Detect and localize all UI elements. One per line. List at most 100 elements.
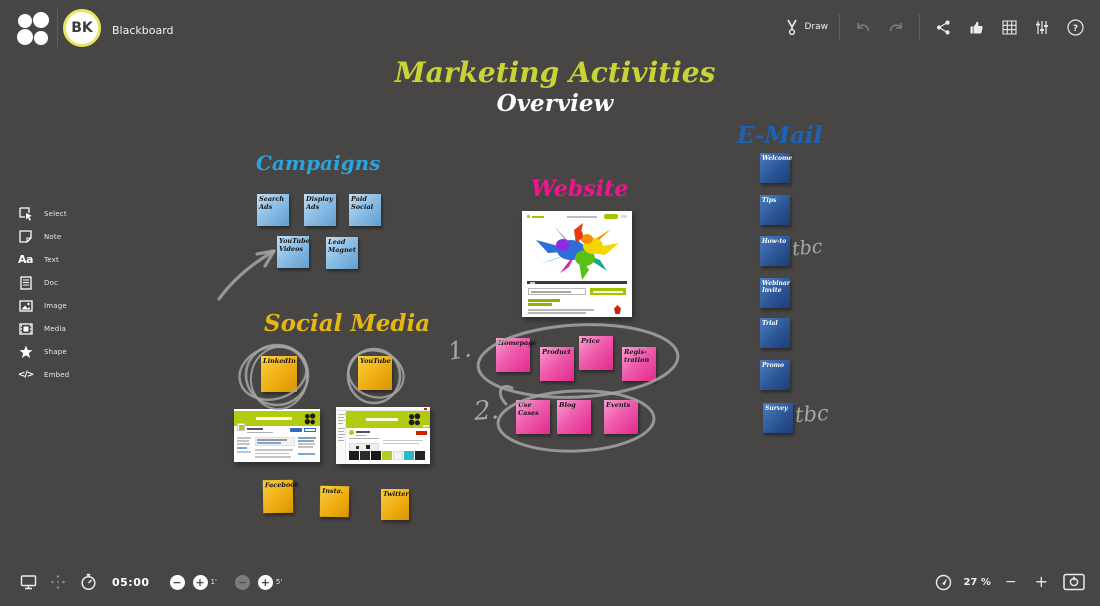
board-heading[interactable]: Marketing Activities: [394, 56, 716, 89]
sticky-note[interactable]: Insta.: [319, 485, 350, 518]
question-circle-icon: ?: [1066, 18, 1084, 36]
grid-view-button[interactable]: [997, 15, 1021, 39]
mock-line: [337, 431, 344, 433]
timer-plus-1-button[interactable]: +: [192, 574, 208, 590]
image-icon: [18, 299, 33, 313]
thumbs-up-icon: [970, 21, 983, 33]
fit-to-screen-button[interactable]: [1062, 570, 1086, 594]
minute-label-1: 1': [210, 578, 217, 586]
stopwatch-icon: [80, 573, 96, 591]
section-title-social-media[interactable]: Social Media: [264, 310, 431, 337]
board-settings-button[interactable]: [1030, 15, 1054, 39]
topbar-toolbar: Draw: [785, 14, 1087, 40]
sticky-note[interactable]: Trial: [760, 318, 790, 348]
handwritten-number-1[interactable]: 1.: [445, 334, 474, 366]
section-title-email[interactable]: E-Mail: [737, 122, 823, 149]
zoom-in-button[interactable]: +: [1034, 572, 1048, 591]
sticky-note[interactable]: Promo: [760, 360, 790, 390]
handwritten-tbc[interactable]: tbc: [794, 400, 830, 428]
follow-mode-button[interactable]: [46, 570, 70, 594]
speed-navigation-button[interactable]: [931, 570, 955, 594]
tool-label: Text: [44, 255, 59, 264]
board-subheading[interactable]: Overview: [496, 90, 614, 117]
mock-thumbnail: [371, 451, 381, 460]
sticky-note[interactable]: Survey: [763, 403, 793, 433]
embed-code-icon: </>: [17, 369, 34, 380]
sticky-note[interactable]: Twitter: [381, 489, 409, 520]
sticky-note[interactable]: YouTube Videos: [277, 236, 310, 268]
sticky-note[interactable]: Display Ads: [304, 194, 336, 226]
website-screenshot[interactable]: [522, 211, 632, 317]
footer-right-controls: 27 % − +: [931, 570, 1086, 594]
tool-image[interactable]: Image: [18, 299, 69, 312]
mock-line: [337, 420, 345, 422]
sticky-note[interactable]: Welcome: [760, 153, 792, 183]
sticky-note[interactable]: Webinar Invite: [760, 278, 790, 308]
sticky-note[interactable]: Regis-tration: [622, 347, 656, 381]
app-logo[interactable]: [15, 12, 51, 46]
undo-button[interactable]: [851, 15, 875, 39]
handwritten-number-2[interactable]: 2.: [472, 395, 500, 427]
mock-line: [298, 437, 316, 439]
linkedin-screenshot[interactable]: [234, 409, 320, 462]
sticky-note[interactable]: Search Ads: [257, 194, 289, 226]
tool-shape[interactable]: Shape: [18, 345, 69, 358]
sticky-note[interactable]: Tips: [760, 195, 790, 225]
zoom-out-button[interactable]: −: [1004, 574, 1017, 590]
redo-button[interactable]: [884, 15, 908, 39]
mock-scrubber: [527, 281, 627, 284]
dot-cluster-icon: [51, 575, 65, 589]
share-button[interactable]: [931, 15, 955, 39]
svg-text:?: ?: [1072, 24, 1077, 34]
mock-line: [383, 443, 419, 445]
tool-media[interactable]: Media: [18, 322, 69, 335]
mock-line: [337, 414, 345, 416]
tool-embed[interactable]: </> Embed: [18, 368, 69, 381]
sticky-note[interactable]: Use Cases: [516, 400, 550, 434]
handwritten-tbc[interactable]: tbc: [790, 235, 824, 261]
section-title-campaigns[interactable]: Campaigns: [256, 151, 381, 175]
sticky-note[interactable]: Events: [604, 400, 638, 434]
avatar[interactable]: BK: [63, 9, 101, 47]
tool-text[interactable]: Aa Text: [18, 253, 69, 266]
like-button[interactable]: [964, 15, 988, 39]
toolbar-divider: [919, 14, 920, 40]
sticky-note[interactable]: Price: [579, 336, 613, 370]
timer-minus-5-button[interactable]: −: [234, 574, 250, 590]
sticky-note[interactable]: YouTube: [358, 356, 392, 390]
present-button[interactable]: [16, 570, 40, 594]
four-circles-logo-icon: [17, 12, 49, 45]
mock-thumbnail: [404, 451, 414, 460]
sticky-note[interactable]: Product: [540, 347, 574, 381]
timer-minus-1-button[interactable]: −: [169, 574, 185, 590]
footer-left-controls: 05:00 − + 1' − + 5': [16, 570, 282, 594]
youtube-screenshot[interactable]: [336, 407, 430, 464]
sticky-note[interactable]: How-to: [760, 236, 790, 266]
mock-line: [298, 453, 315, 455]
timer-plus-5-button[interactable]: +: [257, 574, 273, 590]
tool-label: Shape: [44, 347, 67, 356]
sticky-note[interactable]: Blog: [557, 400, 591, 434]
help-button[interactable]: ?: [1063, 15, 1087, 39]
board-title[interactable]: Blackboard: [112, 24, 174, 37]
topbar-divider: [57, 8, 58, 48]
tool-note[interactable]: Note: [18, 230, 69, 243]
zoom-level[interactable]: 27 %: [963, 576, 991, 588]
mock-nav: [567, 216, 597, 218]
timer-button[interactable]: [76, 570, 100, 594]
sticky-note[interactable]: Paid Social: [349, 194, 381, 226]
section-title-website[interactable]: Website: [531, 176, 629, 202]
mock-paragraph: [528, 312, 586, 314]
draw-tool-button[interactable]: Draw: [785, 19, 828, 36]
monitor-icon: [20, 575, 36, 590]
sticky-note[interactable]: LinkedIn: [261, 356, 297, 392]
tool-select[interactable]: Select: [18, 206, 69, 221]
mock-thumbnail: [360, 451, 370, 460]
mock-name: [247, 428, 263, 430]
mock-line: [257, 442, 281, 444]
mock-line: [237, 443, 250, 445]
sticky-note[interactable]: Lead Magnet: [326, 237, 358, 269]
tool-doc[interactable]: Doc: [18, 275, 69, 290]
sticky-note[interactable]: Facebook: [262, 479, 299, 514]
sticky-note[interactable]: Homepage: [496, 338, 537, 372]
